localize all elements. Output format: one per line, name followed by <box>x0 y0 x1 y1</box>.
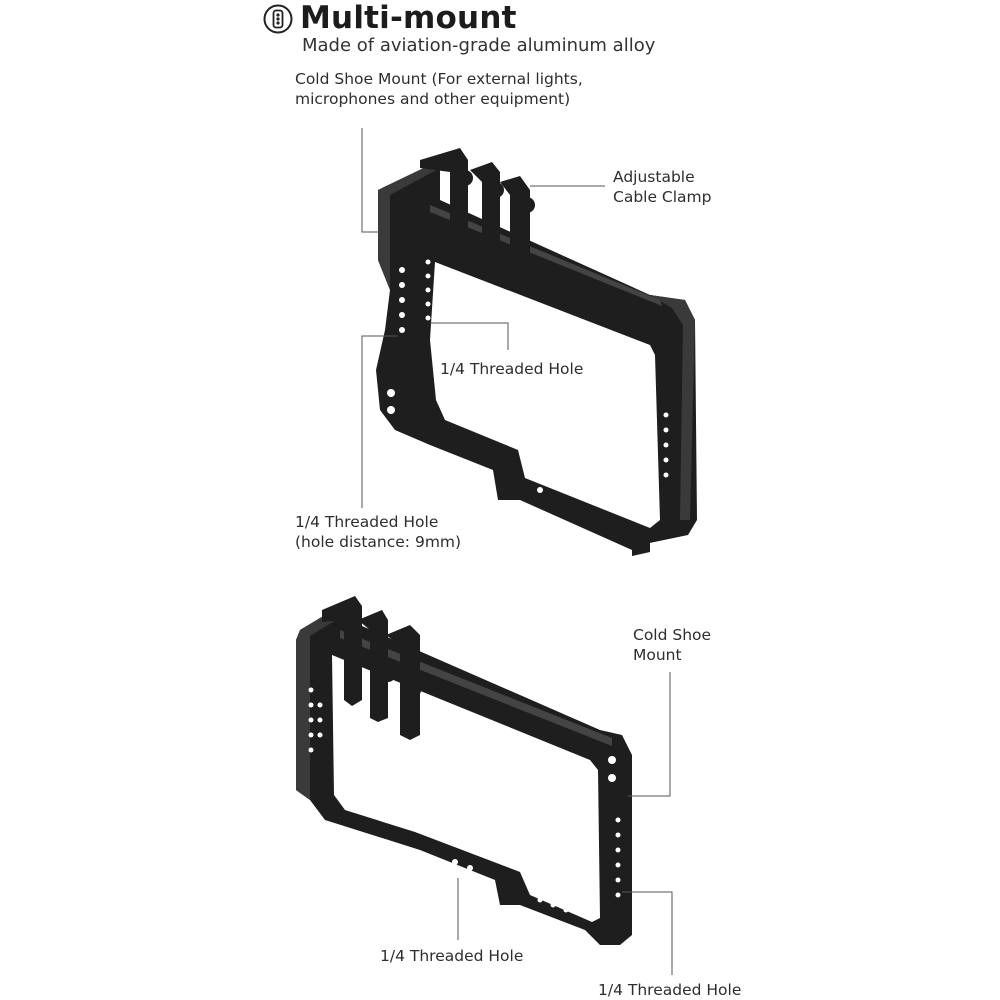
callout-cold-shoe-top: Cold Shoe Mount (For external lights, mi… <box>295 69 583 109</box>
callout-line: microphones and other equipment) <box>295 90 571 108</box>
callout-threaded-hole-bottom: 1/4 Threaded Hole <box>380 947 524 965</box>
page-subtitle: Made of aviation-grade aluminum alloy <box>302 35 656 56</box>
callout-line: (hole distance: 9mm) <box>295 533 462 551</box>
callout-line: Cold Shoe <box>633 626 712 644</box>
callout-line: 1/4 Threaded Hole <box>295 513 439 531</box>
bottom-cage-product <box>296 596 632 945</box>
callout-threaded-hole-top: 1/4 Threaded Hole <box>440 360 584 378</box>
callout-line: Mount <box>633 646 682 664</box>
callout-threaded-hole-spacing: 1/4 Threaded Hole (hole distance: 9mm) <box>295 512 461 552</box>
callout-leader-lines <box>361 128 673 975</box>
multi-mount-icon <box>263 4 293 34</box>
callout-line: Cable Clamp <box>613 188 712 206</box>
callout-line: Cold Shoe Mount (For external lights, <box>295 70 583 88</box>
callout-threaded-hole-side: 1/4 Threaded Hole <box>598 981 742 999</box>
top-cage-product <box>376 148 697 556</box>
callout-cable-clamp: Adjustable Cable Clamp <box>613 167 712 207</box>
callout-line: Adjustable <box>613 168 695 186</box>
page-title: Multi-mount <box>300 0 517 36</box>
callout-cold-shoe-bottom: Cold Shoe Mount <box>633 625 711 665</box>
